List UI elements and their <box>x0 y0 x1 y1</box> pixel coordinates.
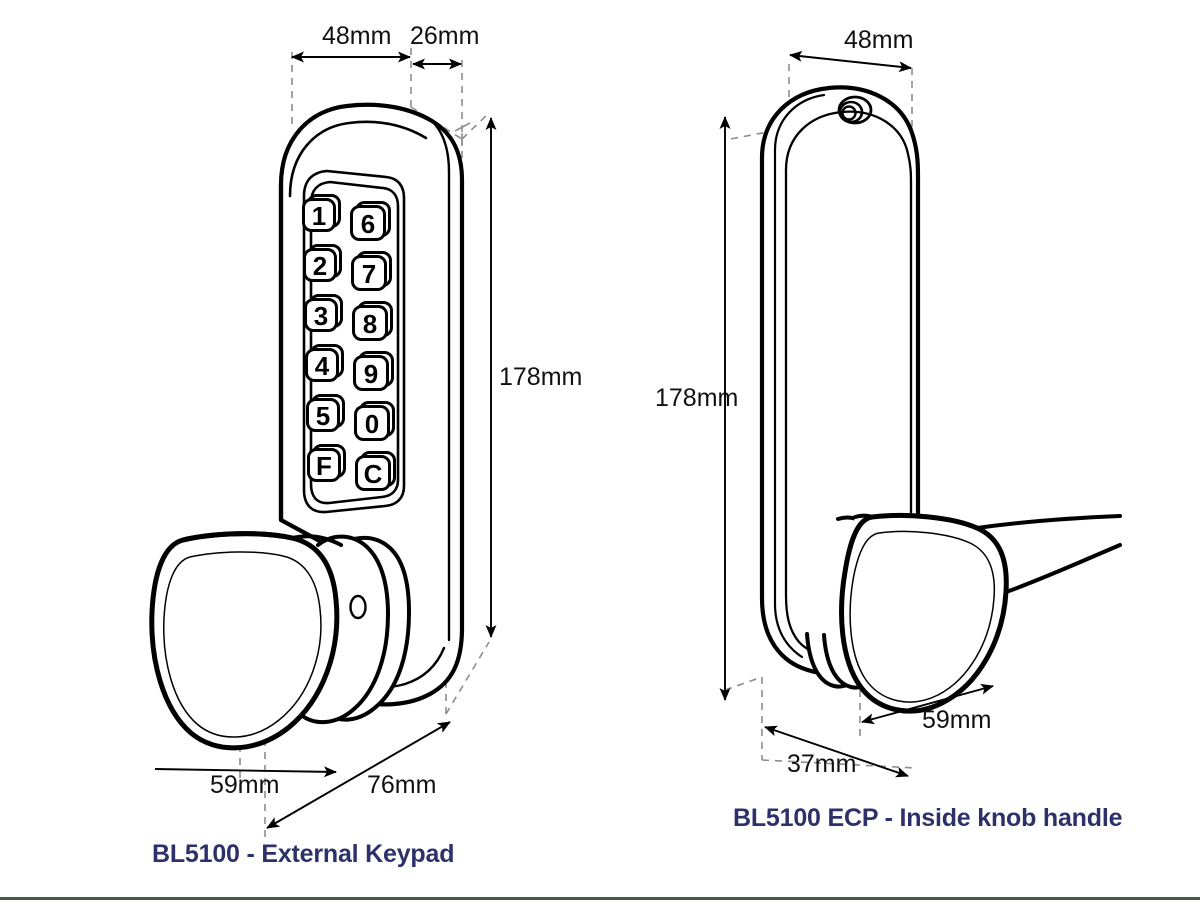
caption-inside-knob-handle: BL5100 ECP - Inside knob handle <box>733 804 1123 832</box>
keypad-button-cap <box>351 255 387 291</box>
keypad-button-9[interactable]: 9 <box>353 351 394 391</box>
keypad-button-label: C <box>364 459 383 489</box>
keypad-button-cap <box>306 398 340 432</box>
keypad-button-label: 1 <box>312 201 326 231</box>
keypad-button-label: F <box>316 451 332 481</box>
keypad-button-label: 4 <box>315 351 330 381</box>
body-depth-fold <box>430 119 451 642</box>
keypad-button-cap <box>353 355 389 391</box>
keypad-button-cap <box>302 198 336 232</box>
keypad-button-8[interactable]: 8 <box>352 301 393 341</box>
dimension-label-26mm-left: 26mm <box>410 22 479 50</box>
footer-rule <box>0 897 1200 900</box>
dimension-26mm-left: 26mm <box>410 22 479 70</box>
ecp-left-depth-fold <box>773 148 804 659</box>
body-top-inner-arc <box>288 120 428 198</box>
view-inside-knob-handle: 48mm 178mm 59mm 37mm <box>655 26 1122 778</box>
keypad-button-label: 5 <box>316 401 330 431</box>
screw-hole-icon <box>837 95 873 125</box>
knob-shoulder <box>290 534 343 547</box>
grub-screw-icon <box>349 594 367 620</box>
dimension-178mm-right: 178mm <box>655 116 738 701</box>
keypad-button-0[interactable]: 0 <box>354 401 395 441</box>
keypad-button-label: 6 <box>361 209 375 239</box>
dimension-label-37mm-right: 37mm <box>787 750 856 778</box>
knob-top-fold <box>180 531 295 543</box>
keypad-button-label: 3 <box>314 301 328 331</box>
knob-shank-bottom <box>975 514 1122 530</box>
dimension-label-48mm-right: 48mm <box>844 26 913 54</box>
keypad-button-cap <box>352 305 388 341</box>
keypad-button-5[interactable]: 5 <box>306 394 345 432</box>
corner-tick-left <box>454 122 471 132</box>
dimension-label-59mm-left: 59mm <box>210 771 279 799</box>
knob-face-inner <box>163 551 322 738</box>
keypad-button-label: 7 <box>362 259 376 289</box>
keypad-button-4[interactable]: 4 <box>305 344 344 382</box>
keypad-button-2[interactable]: 2 <box>303 244 342 282</box>
keypad-button-cap <box>350 205 386 241</box>
keypad-bezel <box>302 169 406 514</box>
keypad-button-cap <box>354 405 390 441</box>
keypad-button-cap <box>304 298 338 332</box>
knob-face-outer-right <box>839 512 1009 714</box>
ecp-top-depth-fold <box>773 93 826 152</box>
caption-external-keypad: BL5100 - External Keypad <box>152 840 455 868</box>
keypad-button-cap <box>355 455 391 491</box>
dimension-label-48mm-left: 48mm <box>322 22 391 50</box>
dimension-59mm-right: 59mm <box>861 683 994 734</box>
keypad-button-1[interactable]: 1 <box>302 194 341 232</box>
keypad-button-7[interactable]: 7 <box>351 251 392 291</box>
keypad-button-group[interactable]: 1 2 3 4 5F 6 7 8 9 0C <box>302 194 396 491</box>
keypad-button-cap <box>305 348 339 382</box>
dimension-label-178mm-right: 178mm <box>655 384 738 412</box>
dimension-37mm-right: 37mm <box>764 725 909 778</box>
dimension-48mm-left: 48mm <box>291 22 411 63</box>
knob-shank-top <box>1004 543 1122 594</box>
dimension-label-76mm-left: 76mm <box>367 771 436 799</box>
keypad-button-3[interactable]: 3 <box>304 294 343 332</box>
knob-assembly-right <box>805 512 1122 714</box>
keypad-button-cap <box>303 248 337 282</box>
keypad-button-cap <box>307 448 341 482</box>
dimension-59mm-left: 59mm <box>154 766 337 799</box>
keypad-button-label: 2 <box>313 251 327 281</box>
dimension-label-178mm-left: 178mm <box>499 363 582 391</box>
keypad-button-label: 9 <box>364 359 378 389</box>
view-external-keypad: 1 2 3 4 5F 6 7 8 9 0C 48mm <box>149 22 582 837</box>
dimension-76mm-left: 76mm <box>266 721 451 829</box>
keypad-button-label: 8 <box>363 309 377 339</box>
keypad-button-c[interactable]: C <box>355 451 396 491</box>
keypad-button-label: 0 <box>365 409 379 439</box>
knob-assembly-left <box>149 531 412 751</box>
dimension-178mm-left: 178mm <box>485 117 582 638</box>
keypad-button-6[interactable]: 6 <box>350 201 391 241</box>
keypad-button-f[interactable]: F <box>307 444 346 482</box>
dimension-48mm-right: 48mm <box>789 26 913 73</box>
dimension-label-59mm-right: 59mm <box>922 706 991 734</box>
